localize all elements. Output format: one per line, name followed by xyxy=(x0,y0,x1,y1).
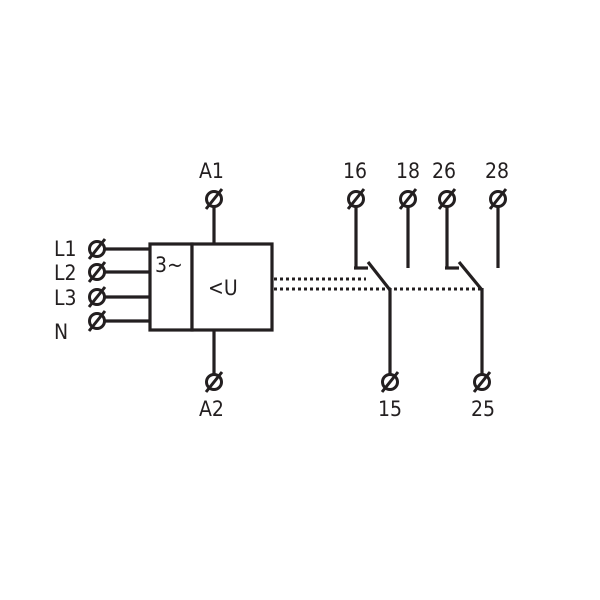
terminal-label-l1: L1 xyxy=(54,237,77,261)
screw-terminal-icon xyxy=(346,188,366,210)
terminal-label-a1: A1 xyxy=(199,159,224,183)
function-block-label: <U xyxy=(208,276,238,300)
terminal-n: N xyxy=(54,310,107,344)
terminal-l3: L3 xyxy=(54,286,107,310)
screw-terminal-icon xyxy=(380,371,400,393)
mechanical-linkage xyxy=(274,277,484,291)
screw-terminal-icon xyxy=(488,188,508,210)
terminal-label-a2: A2 xyxy=(199,397,224,421)
terminal-label-26: 26 xyxy=(432,159,456,183)
contact-set-1: 16 18 15 xyxy=(343,159,420,421)
screw-terminal-icon xyxy=(204,371,224,393)
terminal-label-28: 28 xyxy=(485,159,509,183)
terminal-a1: A1 xyxy=(199,159,224,244)
contact-set-2: 26 28 25 xyxy=(432,159,509,421)
screw-terminal-icon xyxy=(204,188,224,210)
terminal-l1: L1 xyxy=(54,237,107,261)
screw-terminal-icon xyxy=(87,238,107,260)
screw-terminal-icon xyxy=(472,371,492,393)
terminal-label-16: 16 xyxy=(343,159,367,183)
terminal-a2: A2 xyxy=(199,330,224,421)
screw-terminal-icon xyxy=(87,286,107,308)
terminal-label-l2: L2 xyxy=(54,261,77,285)
phase-block xyxy=(148,242,194,332)
terminal-label-l3: L3 xyxy=(54,286,77,310)
terminal-l2: L2 xyxy=(54,261,107,285)
terminal-label-15: 15 xyxy=(378,397,402,421)
screw-terminal-icon xyxy=(87,310,107,332)
supply-lines xyxy=(104,247,150,323)
terminal-label-n: N xyxy=(54,320,68,344)
screw-terminal-icon xyxy=(87,261,107,283)
terminal-label-25: 25 xyxy=(471,397,495,421)
phase-block-label: 3~ xyxy=(155,253,183,277)
function-block xyxy=(190,242,274,332)
screw-terminal-icon xyxy=(398,188,418,210)
relay-body: 3~ <U xyxy=(148,242,274,332)
terminal-label-18: 18 xyxy=(396,159,420,183)
screw-terminal-icon xyxy=(437,188,457,210)
